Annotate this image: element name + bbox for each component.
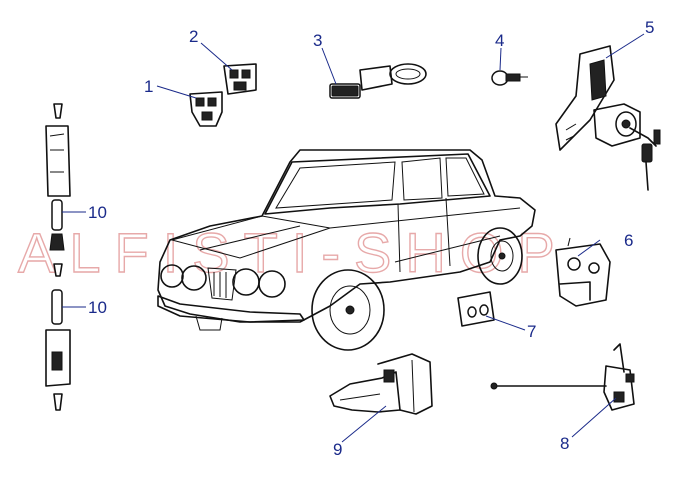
- part-1-hinge-plate: [189, 91, 223, 127]
- part-8-latch-rod: [490, 343, 635, 411]
- callout-2: 2: [189, 27, 198, 46]
- part-2-hinge-plate: [223, 63, 257, 95]
- leader-lines: [62, 33, 645, 443]
- callout-4: 4: [495, 31, 504, 50]
- car-illustration: [157, 149, 536, 351]
- part-6-latch-bracket: [555, 237, 611, 307]
- watermark-text: ALFISTI-SHOP: [18, 221, 569, 284]
- callout-7: 7: [527, 322, 536, 341]
- callout-10b: 10: [88, 298, 107, 317]
- callout-6: 6: [624, 231, 633, 250]
- callout-5: 5: [645, 18, 654, 37]
- callout-8: 8: [560, 434, 569, 453]
- part-9-door-check: [329, 353, 433, 415]
- part-7-striker-plate: [457, 291, 495, 327]
- callout-1: 1: [144, 77, 153, 96]
- part-10-door-stops: [45, 103, 71, 411]
- callout-10a: 10: [88, 203, 107, 222]
- part-4-lock-cylinder: [491, 70, 528, 86]
- part-5-ignition-lock: [555, 45, 661, 191]
- part-3-key-fob: [329, 63, 427, 99]
- callout-3: 3: [313, 31, 322, 50]
- callout-9: 9: [333, 440, 342, 459]
